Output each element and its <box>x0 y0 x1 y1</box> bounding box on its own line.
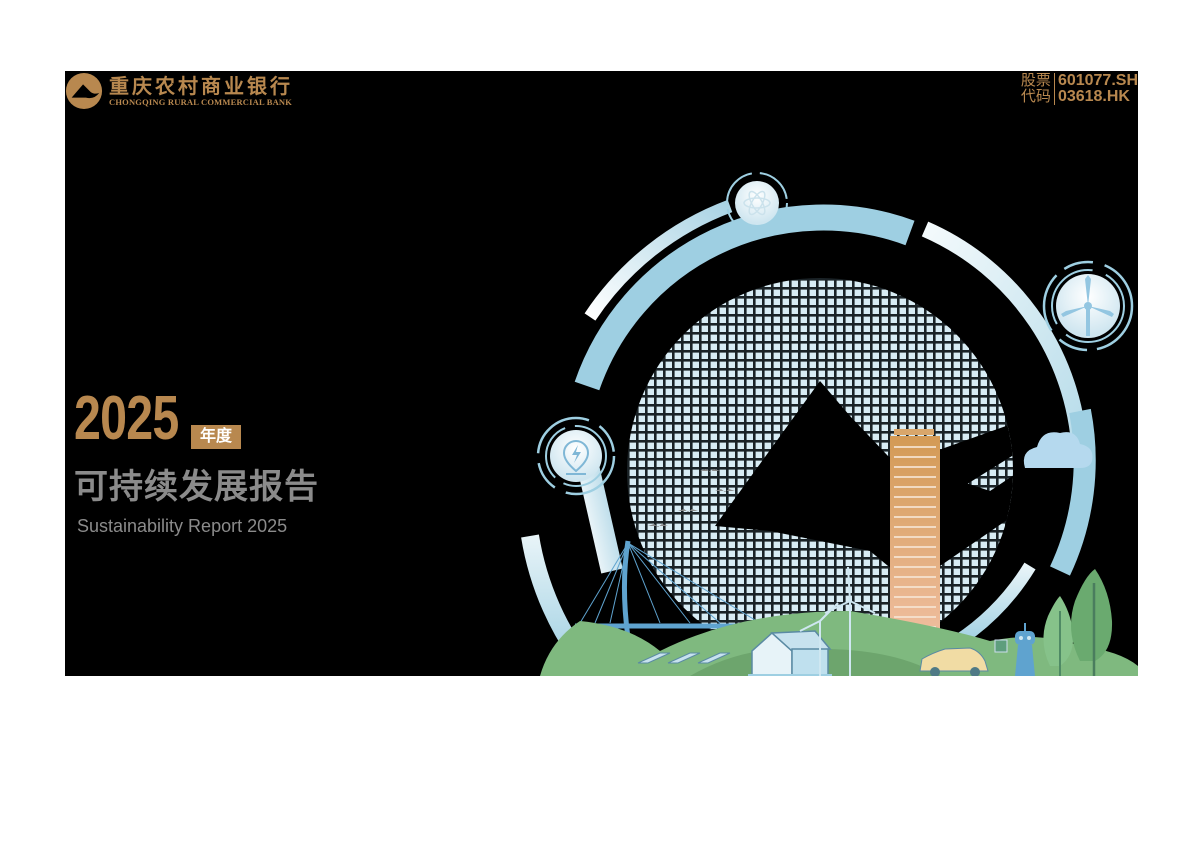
ring-arc-top <box>574 204 915 391</box>
stock-label-2: 代码 <box>1020 88 1051 105</box>
report-title-cn: 可持续发展报告 <box>74 467 319 507</box>
solar-panels <box>637 652 731 664</box>
mountain-circle-logo-icon <box>65 72 103 110</box>
mesh-globe <box>627 278 1013 664</box>
ring-arc-outer-left <box>584 199 733 321</box>
birds <box>648 469 735 527</box>
cloud-icon <box>1023 432 1093 468</box>
stock-codes: 股票 代码 601077.SH 03618.HK <box>1021 73 1138 105</box>
year-badge: 年度 <box>191 425 241 449</box>
atom-icon <box>726 172 788 234</box>
sustainability-illustration <box>521 172 1138 676</box>
stock-code-sh: 601077.SH <box>1057 72 1138 89</box>
stock-code-hk: 03618.HK <box>1057 88 1130 105</box>
stock-label-1: 股票 <box>1020 72 1051 89</box>
bank-logo: 重庆农村商业银行 CHONGQING RURAL COMMERCIAL BANK <box>65 71 293 111</box>
lightning-pin-icon <box>536 416 616 496</box>
report-year: 2025 <box>74 384 179 453</box>
robot <box>1015 623 1035 676</box>
electric-car <box>919 639 1008 676</box>
ring-stem-left <box>577 463 623 574</box>
ring-arc-right-lower <box>1050 408 1096 576</box>
trees <box>1043 569 1113 676</box>
report-cover: 重庆农村商业银行 CHONGQING RURAL COMMERCIAL BANK… <box>65 71 1138 676</box>
wind-turbine-icon <box>1042 260 1134 352</box>
green-house <box>748 630 832 676</box>
bank-name-cn: 重庆农村商业银行 <box>109 74 293 98</box>
report-title-en: Sustainability Report 2025 <box>77 516 288 536</box>
wind-turbines <box>799 566 876 676</box>
green-hills <box>540 611 1138 676</box>
bank-name-en: CHONGQING RURAL COMMERCIAL BANK <box>109 97 293 107</box>
